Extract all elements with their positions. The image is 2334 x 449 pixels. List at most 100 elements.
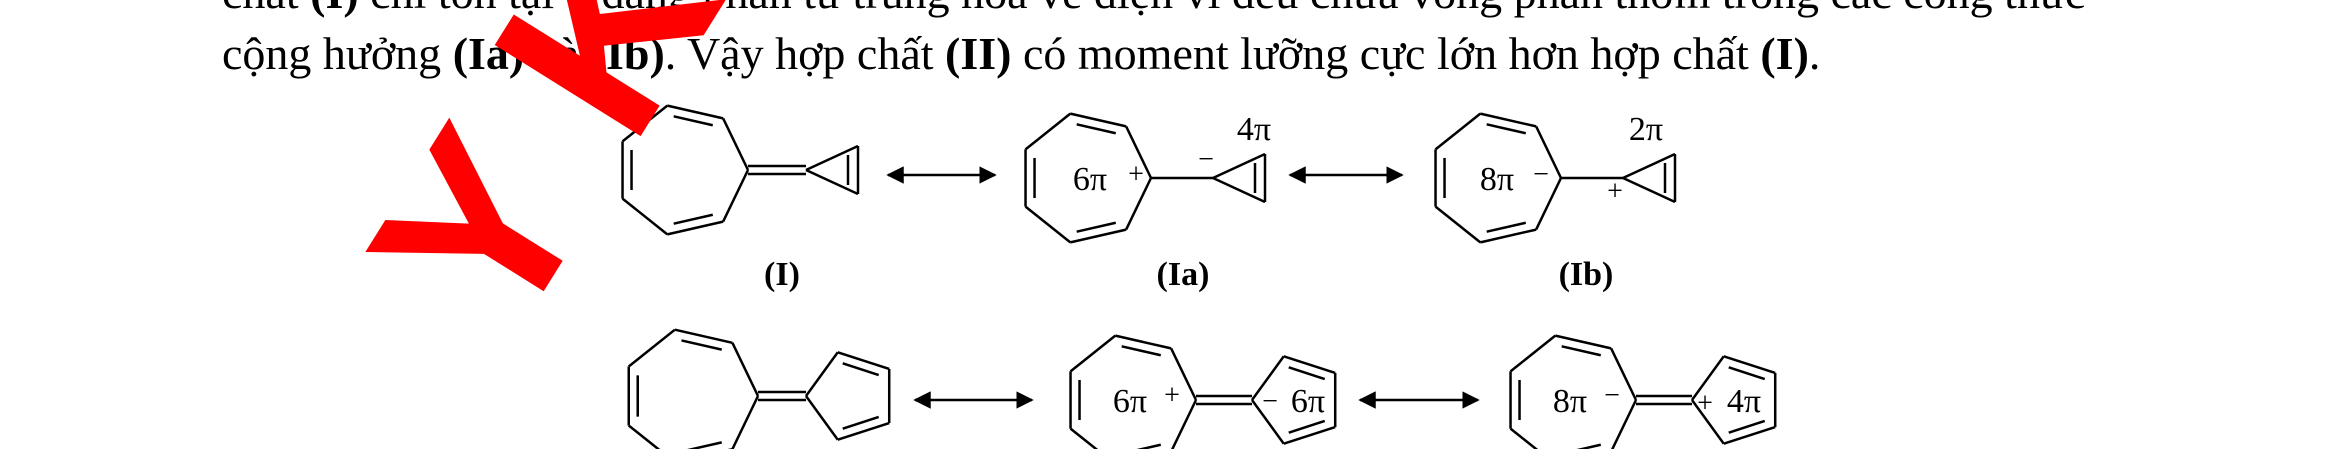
tropylium-ring-bond (1070, 228, 1127, 244)
cycloheptatriene-ring-bond (674, 328, 733, 345)
charge-label: − (1262, 386, 1278, 417)
cycloheptatrienide-ring-double-bond (1576, 443, 1602, 449)
cycloheptatrienide-ring-bond (1611, 399, 1638, 449)
cyclopentadienide-ring-bond (1250, 355, 1285, 401)
small-ring-pi-label: 2π (1629, 111, 1663, 148)
cyclopentadienide-ring-bond (1250, 399, 1285, 445)
tropylium-ring-double-bond (1076, 123, 1117, 135)
compound-ref-ia: (Ia) (452, 28, 525, 79)
cycloheptatriene-ring-double-bond (687, 441, 723, 449)
text-run: . (1808, 28, 1821, 79)
tropylium-ring-bond (1125, 177, 1153, 231)
ring-pi-label: 8π (1553, 383, 1587, 420)
cycloheptatriene-ring-bond (722, 169, 750, 223)
ring-pi-label: 6π (1113, 383, 1147, 420)
charge-label: + (1697, 388, 1713, 419)
cycloheptatriene-ring-double-bond (681, 339, 723, 351)
cycloheptatriene-ring-bond (722, 117, 750, 171)
cycloheptatrienide-ring-bond (1535, 177, 1563, 231)
ring-pi-label: 8π (1480, 161, 1514, 198)
compound-ref-ib: (Ib) (590, 28, 665, 79)
charge-label: − (1533, 159, 1549, 190)
cyclopentadiene-ring-bond (804, 395, 839, 441)
cycloheptatrienide-ring-bond (1434, 112, 1482, 151)
penta-pi-label: 6π (1291, 383, 1325, 420)
cyclopentadienyl-cation-ring-bond (1723, 425, 1776, 445)
compound-label-i: (I) (764, 256, 800, 293)
cycloheptatrienide-ring-bond (1434, 205, 1482, 244)
cycloheptatrienide-ring-bond (1480, 228, 1537, 244)
text-run: . Vậy hợp chất (664, 28, 946, 79)
text-run: và (524, 28, 591, 79)
charge-label: − (1604, 380, 1620, 411)
cyclopropene-ring-bond (805, 144, 859, 172)
compound-label-ib: (Ib) (1559, 256, 1614, 293)
cyclopentadienide-ring-double-bond (1288, 366, 1326, 381)
charge-label: + (1164, 380, 1180, 411)
tropylium-ring-double-bond (1136, 443, 1162, 449)
cyclopentadienyl-cation-ring-double-bond (1728, 419, 1766, 434)
cycloheptatriene-ring-bond (627, 328, 676, 368)
tropylium-ring-double-bond (1076, 221, 1117, 233)
cycloheptatrienide-ring-double-bond (1561, 345, 1602, 357)
compound-ref-i: (I) (1760, 28, 1809, 79)
penta-pi-label: 4π (1727, 383, 1761, 420)
charge-label: − (1198, 144, 1214, 175)
cycloheptatriene-ring-bond (621, 104, 669, 143)
ring-pi-label: 6π (1073, 161, 1107, 198)
cyclopentadienide-ring-bond (1283, 425, 1336, 445)
paragraph-line-1: chất (I) chỉ tồn tại ở dạng phân tử trun… (222, 0, 2085, 20)
cyclopropenide-ring-bond (1212, 152, 1266, 180)
cycloheptatriene-ring-bond (731, 342, 760, 397)
text-run: cộng hưởng (222, 28, 453, 79)
tropylium-ring-bond (1024, 112, 1072, 151)
cyclopentadienyl-cation-ring-bond (1690, 399, 1725, 445)
small-ring-pi-label: 4π (1237, 111, 1271, 148)
cyclopentadiene-ring-bond (837, 421, 890, 441)
cyclopropenide-ring-bond (1212, 176, 1266, 204)
tropylium-ring-bond (1125, 125, 1153, 179)
tropylium-ring-bond (1024, 205, 1072, 244)
paragraph-line-2: cộng hưởng (Ia) và (Ib). Vậy hợp chất (I… (222, 27, 1820, 81)
cycloheptatrienide-ring-double-bond (1486, 221, 1527, 233)
tropylium-ring-bond (1069, 427, 1099, 449)
cycloheptatrienide-ring-bond (1480, 112, 1537, 128)
cyclopentadiene-ring-bond (837, 351, 890, 371)
charge-label: + (1128, 159, 1144, 190)
tropylium-ring-bond (1171, 399, 1198, 449)
cyclopropene-ring-bond (805, 168, 859, 196)
cycloheptatriene-ring-bond (731, 395, 760, 449)
cyclopropenium-ring-bond (1622, 152, 1676, 180)
text-run: có moment lưỡng cực lớn hơn hợp chất (1011, 28, 1761, 79)
cycloheptatriene-ring-bond (627, 424, 661, 449)
compound-ref-ii: (II) (945, 28, 1012, 79)
cycloheptatrienide-ring-bond (1509, 334, 1557, 373)
cycloheptatriene-ring-bond (621, 197, 669, 236)
cycloheptatriene-ring-bond (667, 220, 724, 236)
tropylium-ring-double-bond (1121, 345, 1162, 357)
tropylium-ring-bond (1069, 334, 1117, 373)
cycloheptatrienide-ring-double-bond (1486, 123, 1527, 135)
compound-ref-i: (I) (310, 0, 359, 18)
cyclopentadienide-ring-double-bond (1288, 419, 1326, 434)
cyclopentadiene-ring-double-bond (842, 415, 880, 430)
compound-label-ia: (Ia) (1157, 256, 1210, 293)
tropylium-ring-bond (1115, 334, 1172, 350)
tropylium-ring-bond (1070, 112, 1127, 128)
cycloheptatriene-ring-double-bond (673, 213, 714, 225)
text-run: chỉ tồn tại ở dạng phân tử trung hoà về … (359, 0, 2085, 18)
cyclopentadienyl-cation-ring-double-bond (1728, 366, 1766, 381)
cycloheptatriene-ring-bond (667, 104, 724, 120)
charge-label: + (1607, 176, 1623, 207)
cyclopentadienide-ring-bond (1283, 355, 1336, 375)
cyclopentadiene-ring-bond (804, 351, 839, 397)
cyclopropenium-ring-bond (1622, 176, 1676, 204)
cyclopentadienyl-cation-ring-bond (1690, 355, 1725, 401)
cycloheptatrienide-ring-bond (1610, 347, 1638, 401)
cyclopentadienyl-cation-ring-bond (1723, 355, 1776, 375)
text-run: chất (222, 0, 310, 18)
cyclopentadiene-ring-double-bond (842, 362, 880, 377)
cycloheptatrienide-ring-bond (1509, 427, 1539, 449)
cycloheptatrienide-ring-bond (1555, 334, 1612, 350)
